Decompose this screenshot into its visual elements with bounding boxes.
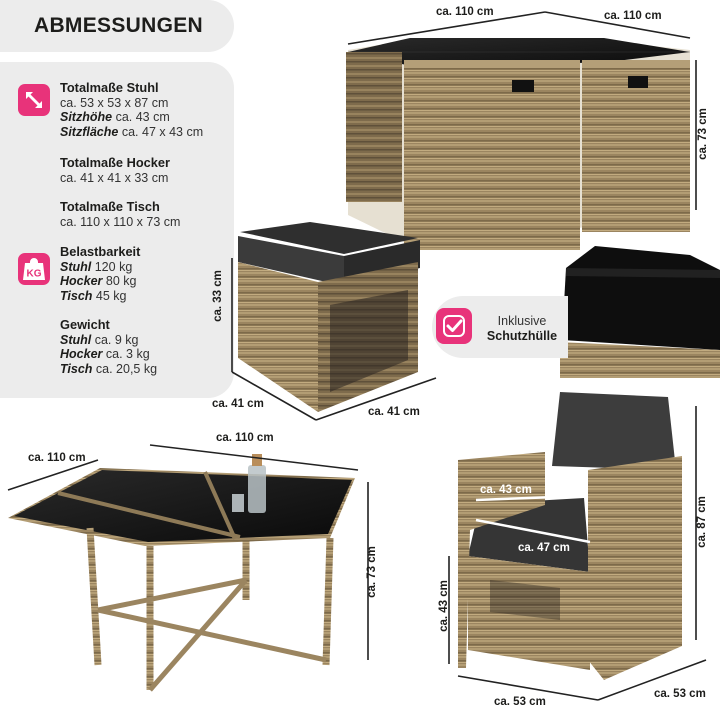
dim-chair-seat-depth: ca. 43 cm — [480, 484, 532, 496]
spec-load-label: Hocker — [60, 274, 103, 288]
chair-right-arm — [588, 456, 682, 680]
page-title: ABMESSUNGEN — [34, 14, 203, 37]
spec-load-value: 120 kg — [94, 259, 133, 274]
set-stool-right — [582, 60, 690, 232]
table-carafe — [248, 465, 266, 513]
table-dimension-lines — [7, 444, 369, 660]
chair-left-arm — [458, 452, 545, 668]
dim-table-width: ca. 110 cm — [216, 432, 274, 444]
dim-table-depth: ca. 110 cm — [28, 452, 86, 464]
dim-stool-height: ca. 33 cm — [211, 270, 224, 322]
dim-chair-seat-width: ca. 47 cm — [518, 542, 570, 554]
dim-chair-width: ca. 53 cm — [494, 696, 546, 708]
dim-set-height: ca. 73 cm — [696, 108, 709, 160]
spec-seat-height-label: Sitzhöhe — [60, 110, 113, 124]
dim-table-height: ca. 73 cm — [365, 546, 378, 598]
set-dimension-lines — [347, 11, 697, 210]
heading-pill: ABMESSUNGEN — [0, 0, 234, 52]
dim-chair-seat-height: ca. 43 cm — [437, 580, 450, 632]
spec-weight-title: Gewicht — [60, 317, 110, 332]
chair-illustration — [458, 392, 682, 680]
table-glass-top — [14, 470, 352, 542]
spec-weight-label: Tisch — [60, 361, 93, 376]
dim-stool-width: ca. 41 cm — [212, 398, 264, 410]
chair-front — [468, 556, 590, 670]
set-stool-front — [404, 60, 580, 250]
spec-chair-size: ca. 53 x 53 x 87 cm — [60, 95, 169, 110]
dim-chair-height: ca. 87 cm — [695, 496, 708, 548]
spec-weight: Gewicht Stuhl ca. 9 kg Hocker ca. 3 kg T… — [60, 317, 158, 376]
spec-stool: Totalmaße Hocker ca. 41 x 41 x 33 cm — [60, 155, 170, 185]
cover-badge-text: Inklusive Schutzhülle — [474, 314, 570, 344]
set-handle — [512, 80, 534, 92]
spec-weight-value: ca. 3 kg — [105, 347, 150, 361]
spec-weight-label: Stuhl — [60, 332, 92, 347]
table-glass — [232, 494, 244, 512]
dim-chair-depth: ca. 53 cm — [654, 688, 706, 700]
set-handle — [628, 76, 648, 88]
spec-load: Belastbarkeit Stuhl 120 kg Hocker 80 kg … — [60, 244, 141, 303]
chair-back-cushion — [552, 392, 676, 470]
spec-weight-value: ca. 9 kg — [94, 332, 139, 347]
weight-icon-text: KG — [27, 269, 42, 280]
spec-weight-label: Hocker — [60, 347, 103, 361]
spec-chair-title: Totalmaße Stuhl — [60, 80, 159, 95]
spec-seat-height-value: ca. 43 cm — [115, 110, 170, 124]
spec-load-value: 80 kg — [105, 274, 137, 288]
spec-weight-value: ca. 20,5 kg — [95, 361, 158, 376]
spec-table-size: ca. 110 x 110 x 73 cm — [60, 214, 181, 229]
dim-set-depth: ca. 110 cm — [604, 10, 662, 22]
cover-shape — [562, 246, 720, 350]
cover-badge-line2: Schutzhülle — [486, 329, 558, 343]
cover-illustration — [560, 246, 720, 378]
stool-illustration — [238, 222, 420, 412]
stool-front — [238, 262, 318, 412]
set-stool-left — [346, 52, 402, 202]
cover-badge-line1: Inklusive — [497, 314, 547, 328]
stool-cushion — [238, 236, 344, 286]
dim-stool-depth: ca. 41 cm — [368, 406, 420, 418]
spec-load-label: Tisch — [60, 288, 93, 303]
resize-diagonal-icon — [18, 84, 50, 116]
spec-table-title: Totalmaße Tisch — [60, 199, 160, 214]
spec-stool-size: ca. 41 x 41 x 33 cm — [60, 170, 169, 185]
spec-seat-area-value: ca. 47 x 43 cm — [121, 124, 204, 139]
spec-load-title: Belastbarkeit — [60, 244, 141, 259]
dining-set-illustration — [346, 38, 690, 250]
spec-chair: Totalmaße Stuhl ca. 53 x 53 x 87 cm Sitz… — [60, 80, 204, 139]
spec-table: Totalmaße Tisch ca. 110 x 110 x 73 cm — [60, 199, 181, 229]
spec-load-label: Stuhl — [60, 259, 92, 274]
spec-load-value: 45 kg — [95, 288, 127, 303]
chair-dimension-lines — [448, 406, 707, 701]
spec-panel — [0, 62, 234, 398]
dim-set-width: ca. 110 cm — [436, 6, 494, 18]
spec-seat-area-label: Sitzfläche — [60, 124, 119, 139]
table-illustration — [8, 454, 355, 692]
checkmark-icon — [436, 308, 472, 344]
weight-kg-icon: KG — [18, 253, 50, 285]
spec-stool-title: Totalmaße Hocker — [60, 155, 170, 170]
stool-dimension-lines — [231, 258, 437, 421]
